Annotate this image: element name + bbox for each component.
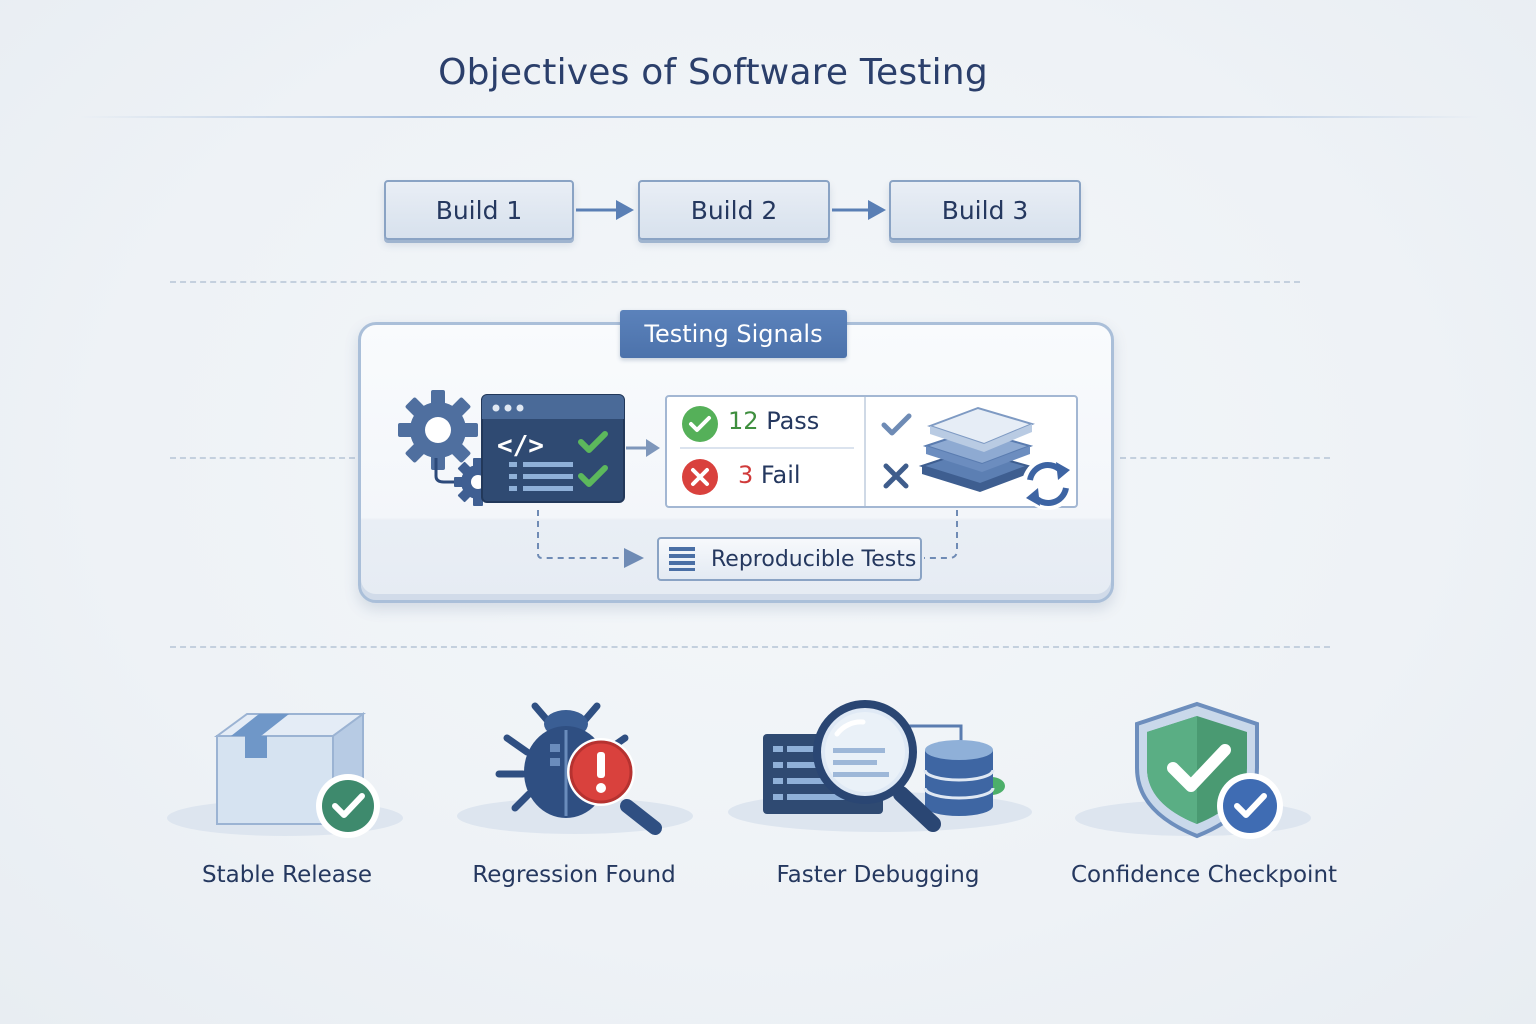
objective-label: Stable Release [201, 862, 373, 888]
svg-text:</>: </> [497, 431, 544, 461]
build-3-box: Build 3 [889, 180, 1081, 240]
section-divider [170, 646, 1330, 648]
fail-x-icon [682, 459, 718, 495]
build-1-box: Build 1 [384, 180, 574, 240]
objective-label: Faster Debugging [776, 862, 980, 888]
build-2-box: Build 2 [638, 180, 830, 240]
pass-check-icon [682, 406, 718, 442]
panel-title: Testing Signals [620, 310, 847, 358]
test-results-box [665, 395, 1078, 508]
magnifier-database-icon [728, 700, 1032, 832]
page-title: Objectives of Software Testing [438, 52, 988, 93]
package-check-icon [167, 712, 403, 838]
fail-label: Fail [760, 461, 801, 489]
list-icon [669, 547, 695, 571]
reproducible-tests-label: Reproducible Tests [711, 546, 917, 572]
title-divider [80, 116, 1480, 118]
results-divider [680, 447, 854, 449]
pass-label: Pass [766, 407, 820, 435]
fail-count-label: 3 Fail [738, 461, 801, 489]
fail-count: 3 [738, 461, 754, 489]
bug-alert-icon [457, 702, 693, 835]
section-divider [170, 281, 1300, 283]
stacked-layers-refresh-icon [918, 406, 1074, 510]
reproducible-tests-box: Reproducible Tests [657, 537, 922, 581]
check-icon [881, 413, 912, 436]
results-divider [864, 397, 866, 506]
side-divider-left [170, 457, 355, 459]
arrow-right-icon [832, 200, 886, 220]
pass-count: 12 [728, 407, 759, 435]
feedback-connector [537, 510, 958, 568]
x-icon [883, 463, 909, 489]
side-divider-right [1120, 457, 1330, 459]
shield-check-icon [1075, 701, 1311, 839]
arrow-right-icon [576, 200, 634, 220]
objective-label: Confidence Checkpoint [1071, 862, 1338, 888]
code-window-icon: </> [481, 394, 625, 503]
objective-label: Regression Found [472, 862, 676, 888]
pass-count-label: 12 Pass [728, 407, 819, 435]
arrow-right-icon [626, 439, 660, 457]
